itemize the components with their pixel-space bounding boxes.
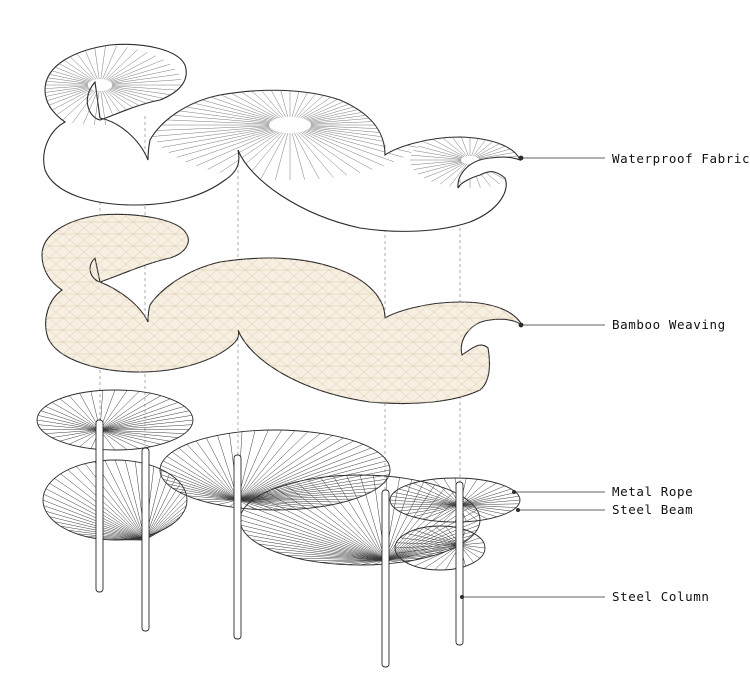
metal-rope — [385, 525, 479, 560]
metal-rope — [85, 464, 145, 540]
metal-rope — [238, 430, 282, 500]
metal-rope — [46, 511, 145, 540]
metal-rope — [385, 485, 435, 560]
metal-rope — [100, 406, 184, 430]
rope-beam-structure — [37, 390, 520, 570]
metal-rope — [405, 486, 460, 505]
waterproof-fabric-layer — [18, 44, 530, 231]
metal-rope-fans — [37, 390, 520, 570]
label-metal-rope: Metal Rope — [612, 484, 693, 499]
metal-rope — [460, 505, 497, 517]
metal-rope — [100, 396, 161, 430]
bamboo-weaving-layer — [42, 214, 522, 403]
metal-rope — [413, 483, 460, 505]
metal-rope — [172, 452, 238, 500]
bamboo-weave-texture — [42, 214, 522, 403]
metal-rope — [145, 489, 184, 540]
metal-rope — [460, 505, 516, 508]
metal-rope — [100, 430, 139, 449]
metal-rope — [243, 510, 385, 560]
metal-rope — [100, 391, 139, 430]
metal-rope — [46, 406, 100, 430]
metal-rope — [52, 402, 100, 430]
fabric-rib — [478, 162, 522, 174]
metal-rope — [100, 415, 192, 430]
metal-rope — [460, 489, 511, 505]
metal-rope — [424, 527, 460, 545]
steel-column — [234, 455, 241, 639]
metal-rope — [243, 530, 385, 560]
label-steel-beam: Steel Beam — [612, 502, 693, 517]
metal-rope — [145, 500, 187, 540]
metal-rope — [460, 483, 497, 505]
metal-rope — [46, 430, 100, 434]
metal-rope — [44, 506, 145, 540]
steel-column — [96, 420, 103, 592]
metal-rope — [44, 494, 145, 540]
label-bamboo-weaving: Bamboo Weaving — [612, 317, 726, 332]
metal-rope — [37, 420, 100, 430]
metal-rope — [385, 482, 424, 560]
fabric-rib — [478, 161, 526, 169]
metal-rope — [43, 500, 145, 540]
steel-column — [456, 482, 463, 645]
metal-rope — [252, 500, 385, 560]
metal-rope — [238, 432, 308, 500]
metal-rope — [46, 489, 145, 540]
label-steel-column: Steel Column — [612, 589, 710, 604]
label-waterproof-fabric: Waterproof Fabric — [612, 151, 750, 166]
metal-rope — [76, 466, 145, 540]
steel-column — [142, 448, 149, 631]
metal-rope — [179, 448, 238, 500]
metal-rope — [240, 520, 385, 560]
steel-column — [382, 490, 389, 667]
fabric-rib — [479, 161, 529, 165]
metal-rope — [394, 505, 460, 508]
fabric-outline — [44, 44, 520, 231]
steel-beam-rings — [37, 390, 520, 570]
metal-rope — [460, 492, 516, 505]
metal-rope — [247, 505, 385, 560]
metal-rope — [206, 438, 238, 500]
